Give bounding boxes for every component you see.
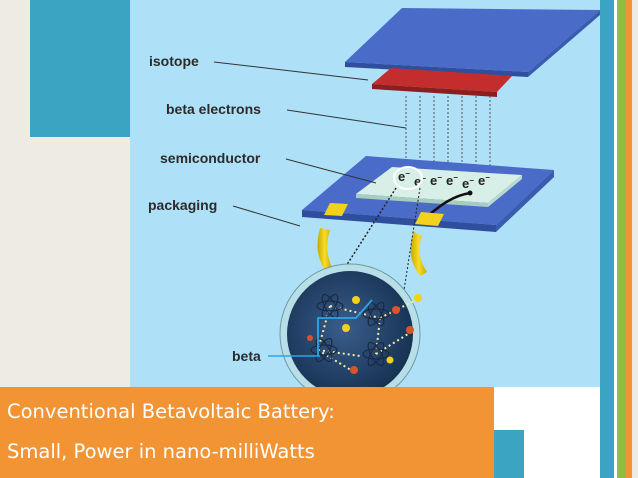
electron-labels: e− e− e− e− e− e−: [398, 169, 490, 191]
electron-label: e−: [478, 173, 490, 188]
label-semiconductor: semiconductor: [160, 150, 261, 166]
leader-packaging: [232, 205, 301, 227]
electron-label: e−: [430, 173, 442, 188]
caption-line-2: Small, Power in nano-milliWatts: [7, 440, 315, 463]
label-packaging: packaging: [148, 197, 217, 213]
beta-electron-arrows: [405, 96, 491, 168]
leader-semiconductor: [285, 158, 377, 184]
label-beta: beta: [232, 348, 261, 364]
isotope-layer: [372, 68, 512, 97]
electron-label: e−: [398, 169, 410, 184]
label-isotope: isotope: [149, 53, 199, 69]
lead-left: [317, 228, 332, 272]
semiconductor-chip: [356, 167, 522, 207]
contact-wire: [429, 191, 471, 215]
electron-label: e−: [414, 174, 426, 189]
electron-label: e−: [446, 173, 458, 188]
teal-decor-small: [494, 430, 524, 478]
electron-label: e−: [462, 176, 474, 191]
stripe-orange: [626, 0, 632, 478]
caption-line-1: Conventional Betavoltaic Battery:: [7, 400, 335, 423]
caption-bar: [0, 387, 494, 478]
stripe-teal: [600, 0, 614, 478]
top-plate: [345, 8, 600, 77]
label-beta-electrons: beta electrons: [166, 101, 261, 117]
stripe-light: [632, 0, 638, 478]
contact-pad-right: [415, 212, 444, 226]
teal-decor-block: [30, 0, 130, 137]
stripe-white: [614, 0, 617, 478]
lead-right: [410, 232, 427, 276]
leader-beta-electrons: [286, 109, 407, 129]
leader-isotope: [213, 61, 369, 81]
contact-pad-left: [324, 203, 348, 216]
stripe-green: [617, 0, 626, 478]
magnifier-ring: [393, 166, 423, 190]
